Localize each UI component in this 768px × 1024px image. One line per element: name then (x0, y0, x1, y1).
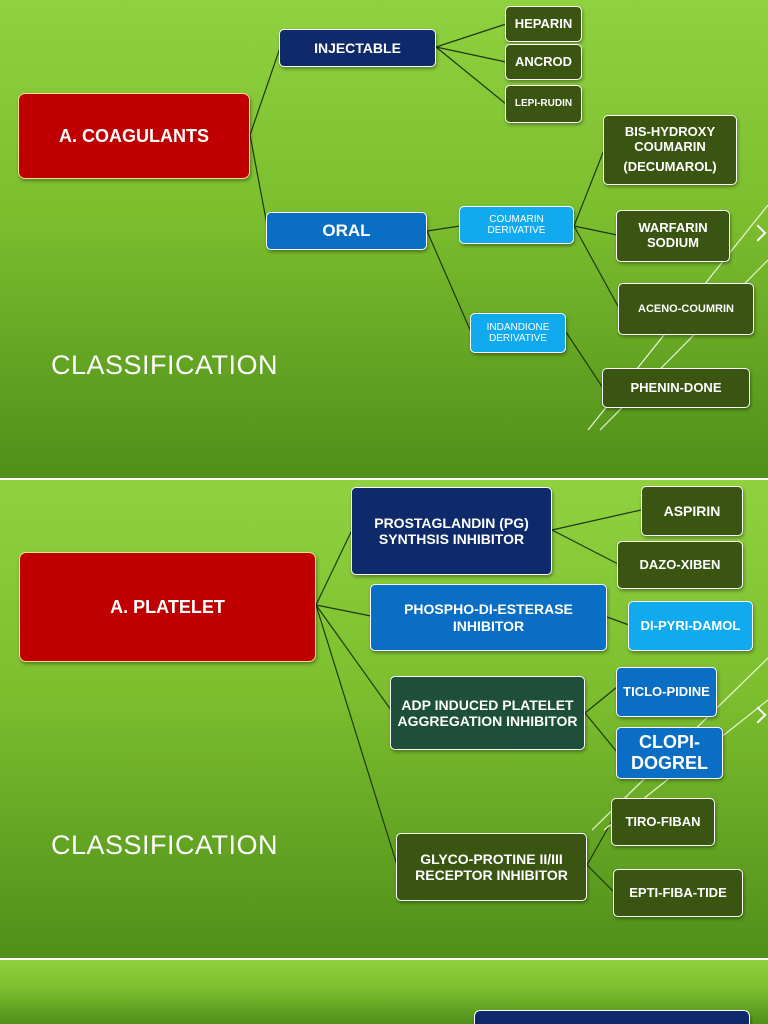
slide-antiplatelet: A. PLATELET PROSTAGLANDIN (PG) SYNTHSIS … (0, 480, 768, 958)
pg-synthesis-inhibitor-node: PROSTAGLANDIN (PG) SYNTHSIS INHIBITOR (351, 487, 552, 575)
injectable-node: INJECTABLE (279, 29, 436, 67)
ancrod-node: ANCROD (505, 44, 582, 80)
oral-node: ORAL (266, 212, 427, 250)
dazoxiben-node: DAZO-XIBEN (617, 541, 743, 589)
bishydroxy-label: BIS-HYDROXY COUMARIN (624, 123, 716, 154)
slide-partial-next (0, 960, 768, 1024)
slide1-title: CLASSIFICATION (51, 350, 279, 380)
aspirin-node: ASPIRIN (641, 486, 743, 536)
slide-separator (0, 958, 768, 960)
dipyridamol-node: DI-PYRI-DAMOL (628, 601, 753, 651)
slide-separator (0, 478, 768, 480)
decumarol-label: (DECUMAROL) (623, 159, 717, 175)
coagulants-root-node: A. COAGULANTS (18, 93, 250, 179)
heparin-node: HEPARIN (505, 6, 582, 42)
tirofiban-node: TIRO-FIBAN (611, 798, 715, 846)
warfarin-node: WARFARIN SODIUM (616, 210, 730, 262)
partial-next-node (474, 1010, 750, 1024)
connector-lines (249, 23, 620, 389)
phosphodiesterase-inhibitor-node: PHOSPHO-DI-ESTERASE INHIBITOR (370, 584, 607, 651)
connector-lines (315, 509, 642, 893)
coumarin-derivative-node: COUMARIN DERIVATIVE (459, 206, 574, 244)
lepirudin-node: LEPI-RUDIN (505, 85, 582, 123)
clopidogrel-node: CLOPI-DOGREL (616, 727, 723, 779)
indandione-derivative-node: INDANDIONE DERIVATIVE (470, 313, 566, 353)
slide2-title: CLASSIFICATION (51, 830, 279, 860)
glycoprotein-receptor-inhibitor-node: GLYCO-PROTINE II/III RECEPTOR INHIBITOR (396, 833, 587, 901)
eptifibatide-node: EPTI-FIBA-TIDE (613, 869, 743, 917)
ticlopidine-node: TICLO-PIDINE (616, 667, 717, 717)
adp-aggregation-inhibitor-node: ADP INDUCED PLATELET AGGREGATION INHIBIT… (390, 676, 585, 750)
slide-anticoagulants: A. COAGULANTS INJECTABLE HEPARIN ANCROD … (0, 0, 768, 478)
platelet-root-node: A. PLATELET (19, 552, 316, 662)
acenocoumrin-node: ACENO-COUMRIN (618, 283, 754, 335)
phenindone-node: PHENIN-DONE (602, 368, 750, 408)
bishydroxy-coumarin-node: BIS-HYDROXY COUMARIN (DECUMAROL) (603, 115, 737, 185)
